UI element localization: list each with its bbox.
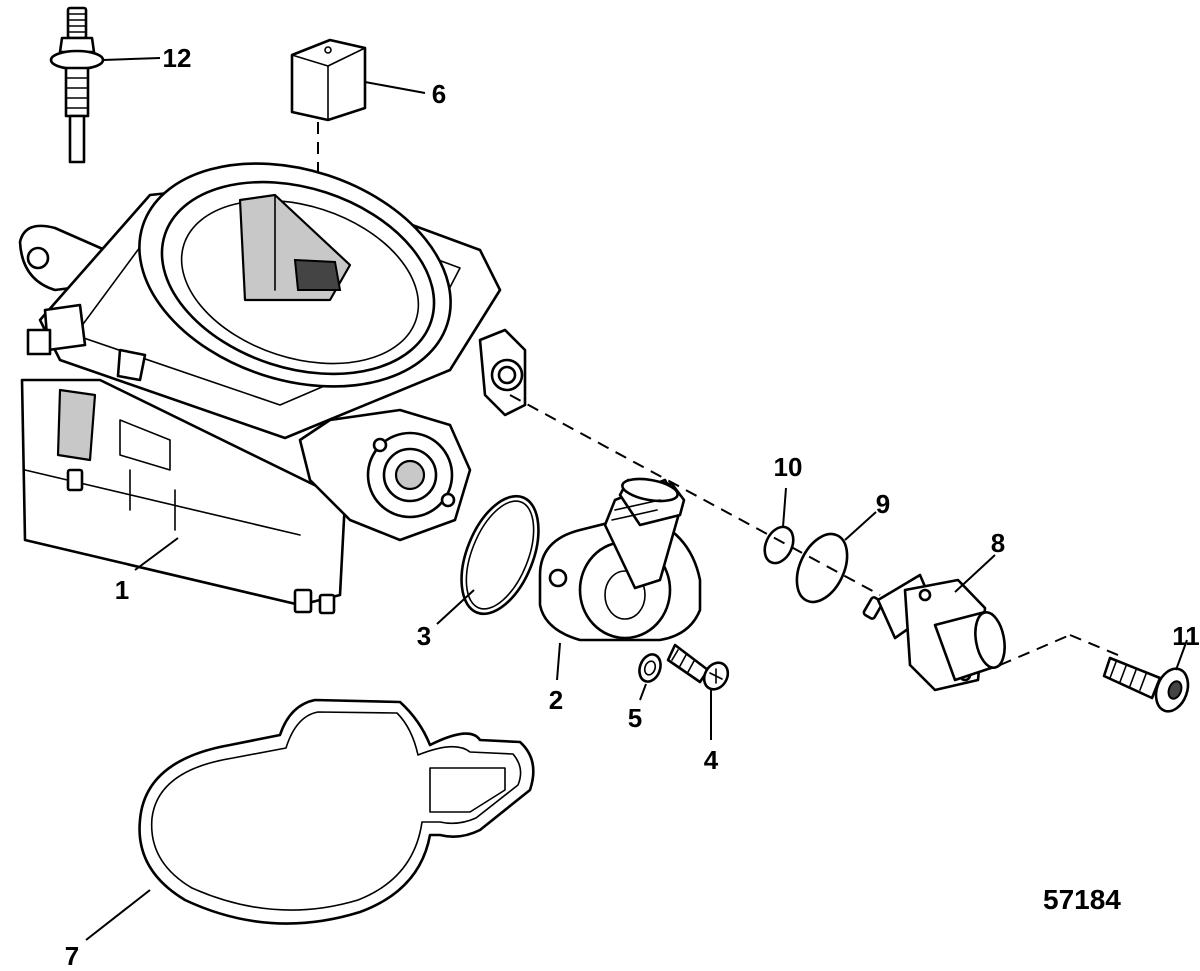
leader-11 [1175, 639, 1188, 671]
callout-3: 3 [416, 621, 432, 651]
leader-5 [639, 683, 647, 701]
callout-7: 7 [64, 941, 80, 971]
part-7-gasket [138, 698, 535, 925]
leader-10 [782, 487, 787, 528]
leader-1 [134, 537, 179, 571]
callout-4: 4 [703, 745, 719, 775]
part-9-o-ring [795, 532, 849, 604]
callout-8: 8 [990, 528, 1006, 558]
leader-12 [102, 57, 161, 61]
leader-3 [436, 589, 475, 625]
callout-2: 2 [548, 685, 564, 715]
part-2-position-sensor [538, 477, 702, 642]
leader-9 [844, 511, 877, 541]
assembly-path-11b [1069, 634, 1126, 659]
part-8-idle-air-control [862, 573, 1006, 692]
callout-9: 9 [875, 489, 891, 519]
leader-2 [556, 642, 561, 681]
callout-6: 6 [431, 79, 447, 109]
part-12-stud [49, 6, 105, 164]
part-10-o-ring [763, 525, 795, 565]
assembly-path-8 [509, 394, 881, 596]
part-6-sensor [290, 38, 367, 122]
callout-10: 10 [773, 452, 803, 482]
part-4-screw [666, 643, 730, 691]
part-3-o-ring [460, 494, 540, 616]
leader-6 [364, 81, 426, 94]
callout-5: 5 [627, 703, 643, 733]
part-5-washer [638, 653, 662, 683]
part-1-throttle-body [18, 162, 527, 615]
figure-number: 57184 [1043, 884, 1121, 915]
assembly-path-11 [999, 634, 1071, 666]
callout-1: 1 [114, 575, 130, 605]
leader-8 [954, 554, 996, 593]
callout-12: 12 [162, 43, 192, 73]
part-11-cap-screw [1102, 656, 1190, 713]
leader-7 [85, 889, 151, 941]
callout-11: 11 [1172, 621, 1200, 651]
